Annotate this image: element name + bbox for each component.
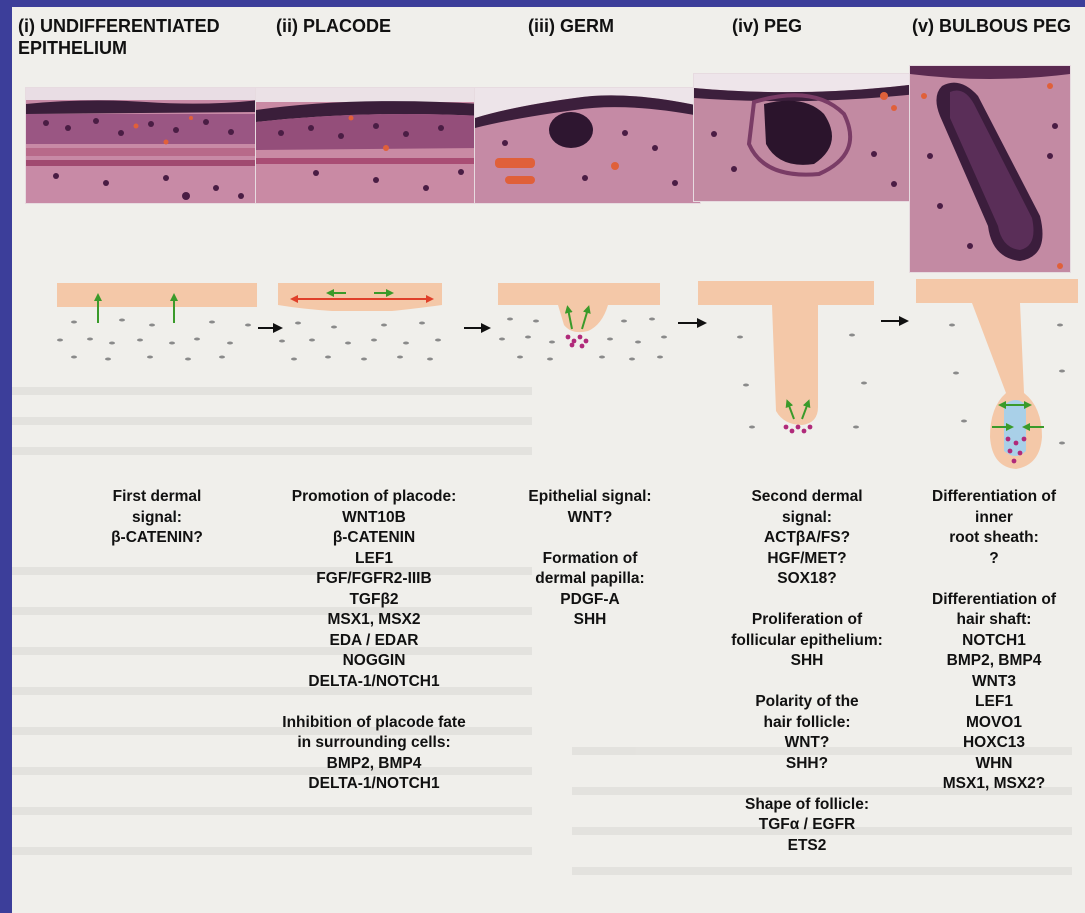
histology-photo-bulbous-peg: [909, 65, 1071, 273]
figure-panel: (i) UNDIFFERENTIATED EPITHELIUM (ii) PLA…: [12, 7, 1085, 913]
stage-title-undifferentiated: (i) UNDIFFERENTIATED EPITHELIUM: [18, 15, 220, 59]
caption-bulbous-peg: Differentiation of inner root sheath: ? …: [904, 487, 1084, 795]
histology-photo-germ: [474, 87, 701, 204]
stage-title-bulbous-peg: (v) BULBOUS PEG: [912, 15, 1071, 37]
histology-photo-placode: [255, 87, 482, 204]
caption-peg: Second dermal signal: ACTβA/FS? HGF/MET?…: [702, 487, 912, 856]
histology-photo-peg: [693, 73, 918, 202]
stage-title-peg: (iv) PEG: [732, 15, 802, 37]
stage-title-placode: (ii) PLACODE: [276, 15, 391, 37]
caption-undifferentiated: First dermal signal: β-CATENIN?: [67, 487, 247, 549]
caption-placode: Promotion of placode: WNT10B β-CATENIN L…: [244, 487, 504, 795]
stage-title-germ: (iii) GERM: [528, 15, 614, 37]
caption-germ: Epithelial signal: WNT? Formation of der…: [490, 487, 690, 631]
histology-photo-undifferentiated: [25, 87, 260, 204]
